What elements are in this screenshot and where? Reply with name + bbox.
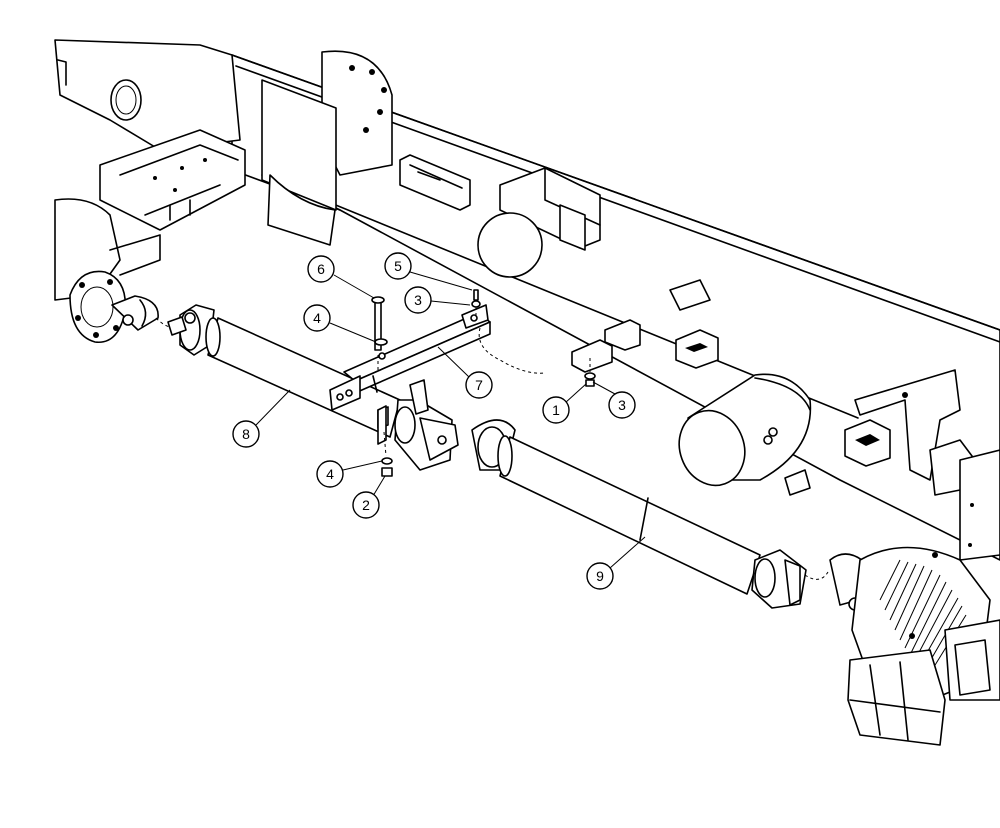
driveshaft-front (167, 304, 459, 471)
svg-text:4: 4 (313, 310, 321, 326)
callout-8: 8 (232, 389, 291, 448)
callout-3-lower: 3 (592, 381, 636, 419)
callout-5: 5 (384, 252, 473, 291)
callout-4-upper: 4 (303, 304, 377, 343)
svg-text:5: 5 (394, 258, 402, 274)
callout-6: 6 (307, 255, 375, 299)
callout-1: 1 (542, 383, 587, 424)
svg-text:3: 3 (414, 292, 422, 308)
winch-drum (829, 546, 1000, 746)
callout-9: 9 (586, 536, 646, 590)
svg-text:1: 1 (552, 402, 560, 418)
svg-text:6: 6 (317, 261, 325, 277)
svg-text:7: 7 (475, 377, 483, 393)
muffler-canister (678, 373, 812, 487)
callout-2: 2 (352, 475, 386, 519)
driveshaft-rear (471, 419, 829, 609)
svg-text:9: 9 (596, 568, 604, 584)
callout-7: 7 (437, 346, 493, 399)
bolt-upper (371, 296, 388, 372)
svg-text:3: 3 (618, 397, 626, 413)
rail-brackets (399, 154, 1000, 561)
callout-3-upper: 3 (404, 286, 471, 314)
support-bracket (329, 304, 491, 411)
svg-text:8: 8 (242, 426, 250, 442)
screw-upper-right (471, 289, 481, 315)
svg-text:2: 2 (362, 497, 370, 513)
left-frame-section (54, 39, 393, 343)
callout-4-lower: 4 (316, 460, 383, 488)
svg-text:4: 4 (326, 466, 334, 482)
